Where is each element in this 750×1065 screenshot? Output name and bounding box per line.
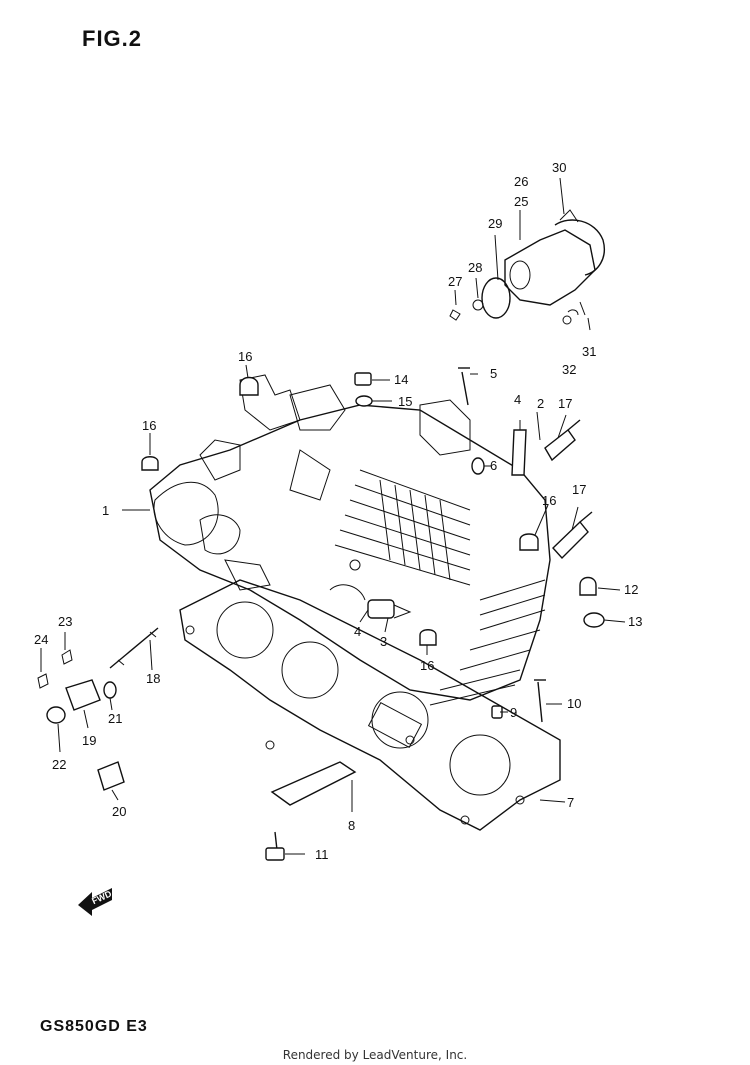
forward-arrow-icon: FWD [78,888,114,916]
figure-title: FIG.2 [82,26,143,51]
small-parts[interactable] [37,315,605,861]
callout-21: 21 [108,711,122,726]
callout-24: 24 [34,632,48,647]
callout-11: 11 [315,847,329,862]
callout-numbers: 1 2 3 4 4 5 6 7 8 9 10 11 12 13 14 15 16… [34,160,642,862]
callout-30: 30 [552,160,566,175]
callout-16a: 16 [238,349,252,364]
callout-1: 1 [102,503,109,518]
callout-10: 10 [567,696,581,711]
callout-6: 6 [490,458,497,473]
callout-18: 18 [146,671,160,686]
render-credit: Rendered by LeadVenture, Inc. [282,1048,468,1062]
callout-5: 5 [490,366,497,381]
callout-13: 13 [628,614,642,629]
intake-pipe-assembly[interactable] [449,209,605,321]
callout-7: 7 [567,795,574,810]
callout-32: 32 [562,362,576,377]
callout-22: 22 [52,757,66,772]
callout-26: 26 [514,174,528,189]
callout-17b: 17 [572,482,586,497]
callout-25: 25 [514,194,528,209]
callout-15: 15 [398,394,412,409]
leader-lines [40,177,626,855]
callout-2: 2 [537,396,544,411]
callout-27: 27 [448,274,462,289]
callout-3: 3 [380,634,387,649]
callout-12: 12 [624,582,638,597]
cylinder-head[interactable] [149,374,551,706]
callout-29: 29 [488,216,502,231]
gasket-strip[interactable] [270,761,357,806]
callout-20: 20 [112,804,126,819]
callout-9: 9 [510,705,517,720]
callout-14: 14 [394,372,408,387]
callout-4: 4 [354,624,361,639]
callout-4b: 4 [514,392,521,407]
callout-28: 28 [468,260,482,275]
callout-19: 19 [82,733,96,748]
callout-23: 23 [58,614,72,629]
callout-16c: 16 [542,493,556,508]
callout-17a: 17 [558,396,572,411]
callout-31: 31 [582,344,596,359]
callout-16b: 16 [142,418,156,433]
callout-8: 8 [348,818,355,833]
head-gasket[interactable] [179,579,561,831]
callout-16d: 16 [420,658,434,673]
model-code: GS850GD E3 [40,1018,148,1035]
